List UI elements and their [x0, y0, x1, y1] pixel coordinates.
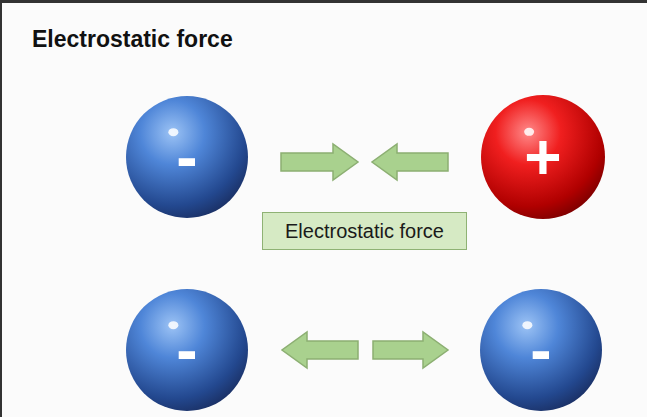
- block-arrow: [281, 144, 358, 180]
- sphere: [126, 289, 248, 411]
- block-arrow: [282, 332, 358, 368]
- sphere: [126, 96, 248, 218]
- charge-sphere: -: [125, 288, 249, 412]
- block-arrow: [373, 332, 448, 368]
- charge-sign: -: [176, 125, 197, 189]
- charge-sign: -: [530, 318, 551, 382]
- charge-sphere: +: [480, 94, 606, 220]
- label-text: Electrostatic force: [285, 221, 444, 241]
- sphere: [481, 95, 605, 219]
- charge-sign: +: [524, 125, 561, 189]
- block-arrow: [372, 144, 448, 180]
- charge-sphere: -: [125, 95, 249, 219]
- sphere: [480, 289, 602, 411]
- charge-sign: -: [176, 318, 197, 382]
- frame-edge: [0, 0, 2, 417]
- slide-title: Electrostatic force: [32, 26, 233, 53]
- label-box: Electrostatic force: [262, 212, 467, 250]
- frame-edge: [0, 0, 647, 3]
- charge-sphere: -: [479, 288, 603, 412]
